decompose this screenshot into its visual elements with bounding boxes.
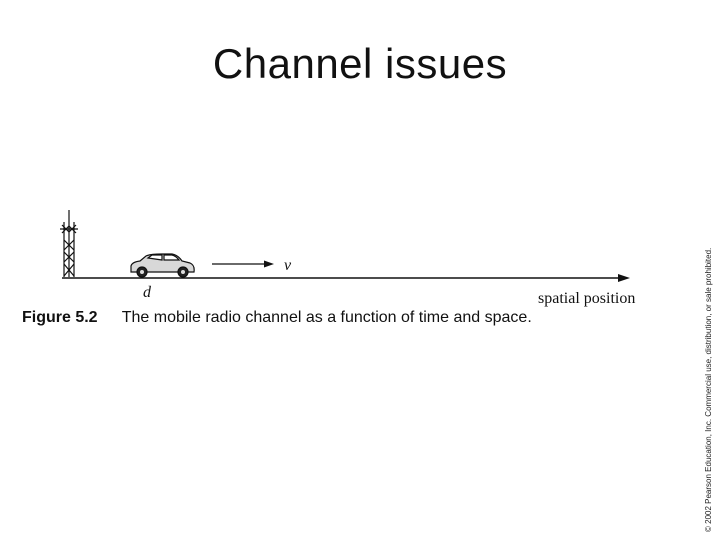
spatial-axis — [62, 274, 630, 282]
figure-number: Figure 5.2 — [22, 309, 98, 326]
figure-caption: Figure 5.2 The mobile radio channel as a… — [22, 309, 532, 327]
figure-caption-text: The mobile radio channel as a function o… — [121, 309, 532, 326]
spatial-position-label: spatial position — [538, 290, 635, 307]
slide-title: Channel issues — [212, 40, 508, 87]
velocity-label: v — [284, 257, 292, 274]
car-icon — [130, 253, 195, 278]
radio-tower-icon — [60, 210, 78, 277]
distance-label: d — [143, 284, 152, 301]
copyright-notice: © 2002 Pearson Education, Inc. Commercia… — [704, 247, 713, 532]
velocity-arrow — [212, 260, 274, 268]
